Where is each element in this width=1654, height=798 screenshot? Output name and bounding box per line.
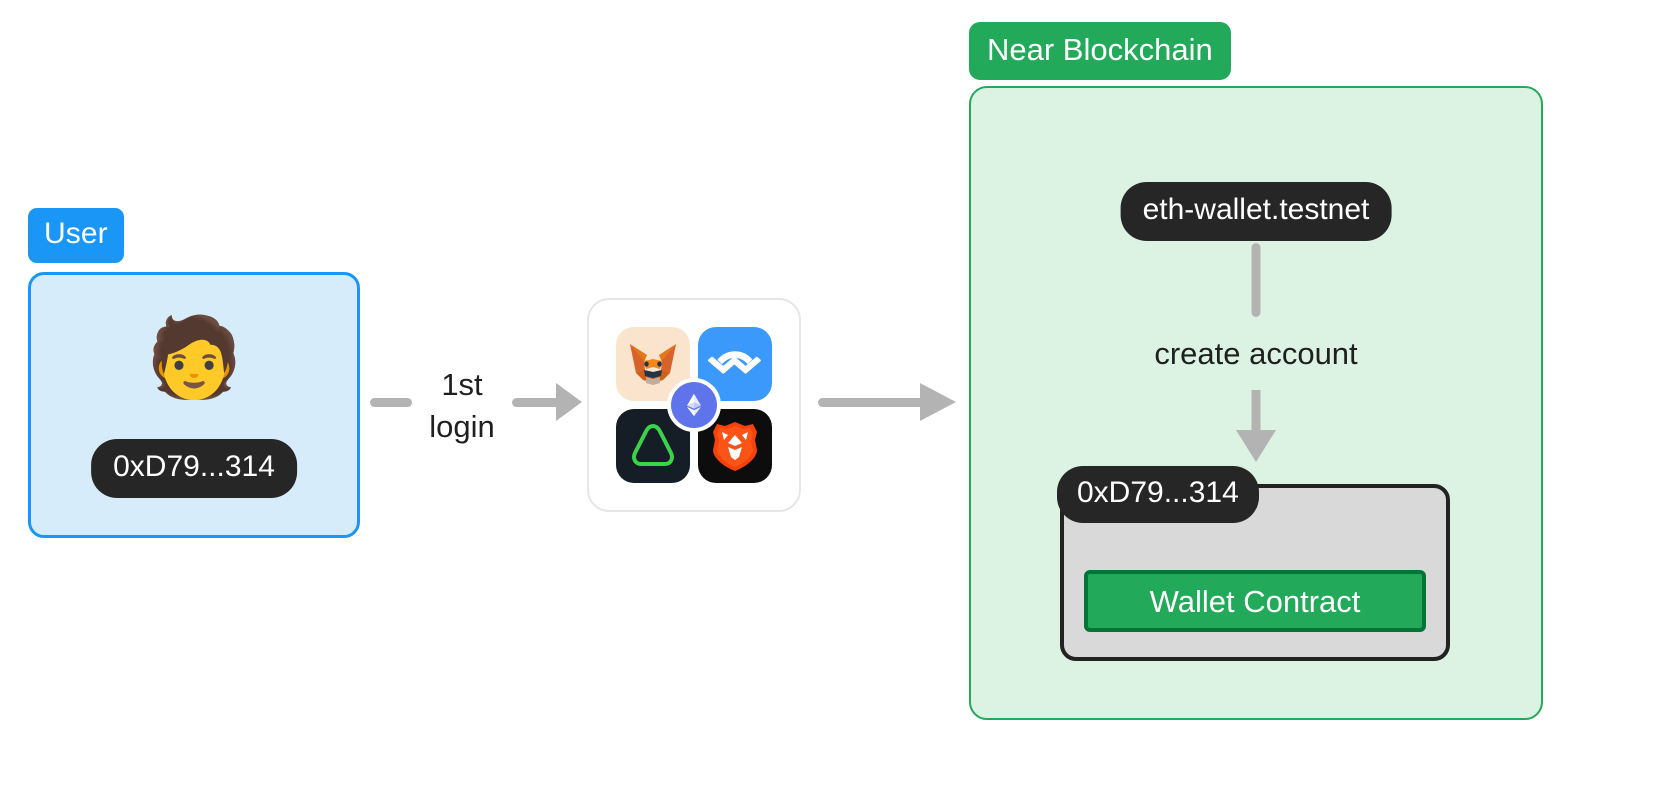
arrow-head-to-near-icon	[920, 383, 956, 421]
contract-address-chip: 0xD79...314	[1057, 466, 1259, 523]
connector-segment-left	[370, 398, 412, 407]
down-arrow-shaft	[1251, 390, 1261, 434]
user-address-chip: 0xD79...314	[91, 439, 297, 498]
create-account-label: create account	[1154, 336, 1358, 371]
wallet-contract-button[interactable]: Wallet Contract	[1084, 570, 1426, 632]
near-blockchain-badge: Near Blockchain	[969, 22, 1231, 80]
first-login-line-2: login	[429, 409, 495, 444]
user-group-badge: User	[28, 208, 124, 263]
near-account-label: eth-wallet.testnet	[1120, 182, 1392, 241]
ethereum-icon	[671, 382, 717, 428]
person-emoji-icon: 🧑	[145, 313, 243, 403]
ethereum-badge	[667, 378, 721, 432]
near-blockchain-box: eth-wallet.testnet create account 0xD79.…	[969, 86, 1543, 720]
down-arrow-head-icon	[1236, 430, 1276, 462]
wallet-contract-container: 0xD79...314 Wallet Contract	[1057, 466, 1450, 661]
contract-address-label: 0xD79...314	[1057, 466, 1259, 523]
near-account-chip: eth-wallet.testnet	[1120, 182, 1392, 241]
arrow-head-to-wallets-icon	[556, 383, 582, 421]
first-login-line-1: 1st	[441, 367, 483, 402]
user-address-label: 0xD79...314	[91, 439, 297, 498]
first-login-label: 1st login	[412, 364, 512, 448]
user-group-box: 🧑 0xD79...314	[28, 272, 360, 538]
connector-segment-right	[512, 398, 564, 407]
connector-segment-to-near	[818, 398, 926, 407]
wallet-providers-card	[587, 298, 801, 512]
connector-line-vertical	[1251, 243, 1261, 317]
